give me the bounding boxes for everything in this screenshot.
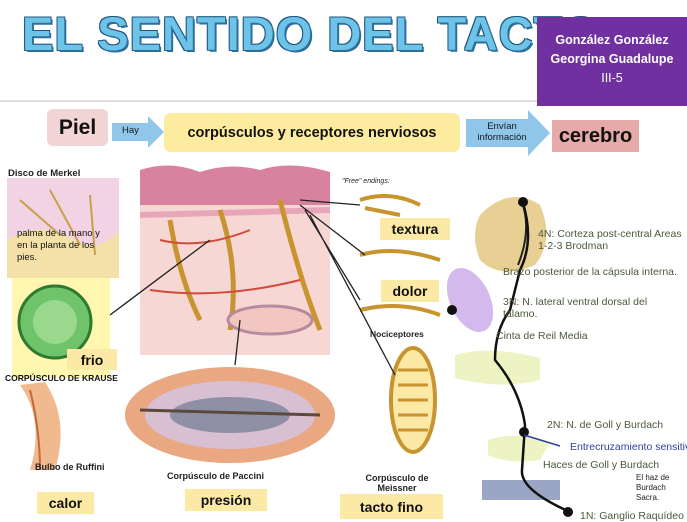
palma-label: palma de la mano y en la planta de los p… xyxy=(17,228,100,263)
ruffini-label: Bulbo de Ruffini xyxy=(35,462,105,472)
cerebro-box: cerebro xyxy=(552,120,639,152)
author-group: III-5 xyxy=(601,71,623,85)
envian-label: Envían información xyxy=(477,121,527,143)
piel-box: Piel xyxy=(47,109,108,146)
brain-haces-label: Haces de Goll y Burdach xyxy=(543,459,660,471)
brain-haz-label: El haz de Burdach Sacra. xyxy=(636,473,670,502)
presion-tag: presión xyxy=(185,489,267,511)
brain-entrecruzamiento-label: Entrecruzamiento sensitivo xyxy=(570,441,687,453)
paccini-label: Corpúsculo de Paccini xyxy=(167,471,265,481)
receptores-box: corpúsculos y receptores nerviosos xyxy=(164,113,460,152)
merkel-label: Disco de Merkel xyxy=(8,168,81,179)
author-box: González González Georgina Guadalupe III… xyxy=(537,17,687,106)
hay-label: Hay xyxy=(122,125,139,136)
meissner-label: Corpúsculo de Meissner xyxy=(365,473,429,493)
header-divider xyxy=(0,100,687,102)
frio-tag: frio xyxy=(67,349,117,370)
envian-arrow xyxy=(466,110,550,156)
author-line-1: González González xyxy=(555,33,669,47)
dolor-tag: dolor xyxy=(381,280,439,302)
brain-pathway-illustration xyxy=(446,197,573,517)
nociceptores-label: Nociceptores xyxy=(370,329,424,339)
brain-1n-label: 1N: Ganglio Raquídeo xyxy=(580,510,684,522)
brain-4n-label: 4N: Corteza post-central Areas 1-2-3 Bro… xyxy=(538,228,682,252)
free-endings-label: "Free" endings: xyxy=(342,178,390,185)
brain-3n-label: 3N: N. lateral ventral dorsal del tálamo… xyxy=(503,296,648,320)
author-line-2: Georgina Guadalupe xyxy=(550,52,674,66)
brain-2n-label: 2N: N. de Goll y Burdach xyxy=(547,419,664,431)
brain-cinta-label: Cinta de Reil Media xyxy=(496,330,588,342)
textura-tag: textura xyxy=(380,218,450,240)
krause-label: CORPÚSCULO DE KRAUSE xyxy=(5,373,118,383)
tacto-fino-tag: tacto fino xyxy=(340,494,443,519)
page-title: EL SENTIDO DEL TACTO xyxy=(22,7,600,60)
brain-brazo-label: Brazo posterior de la cápsula interna. xyxy=(503,266,677,278)
calor-tag: calor xyxy=(37,492,94,514)
hay-arrow xyxy=(112,116,164,148)
skin-illustration xyxy=(7,165,441,471)
